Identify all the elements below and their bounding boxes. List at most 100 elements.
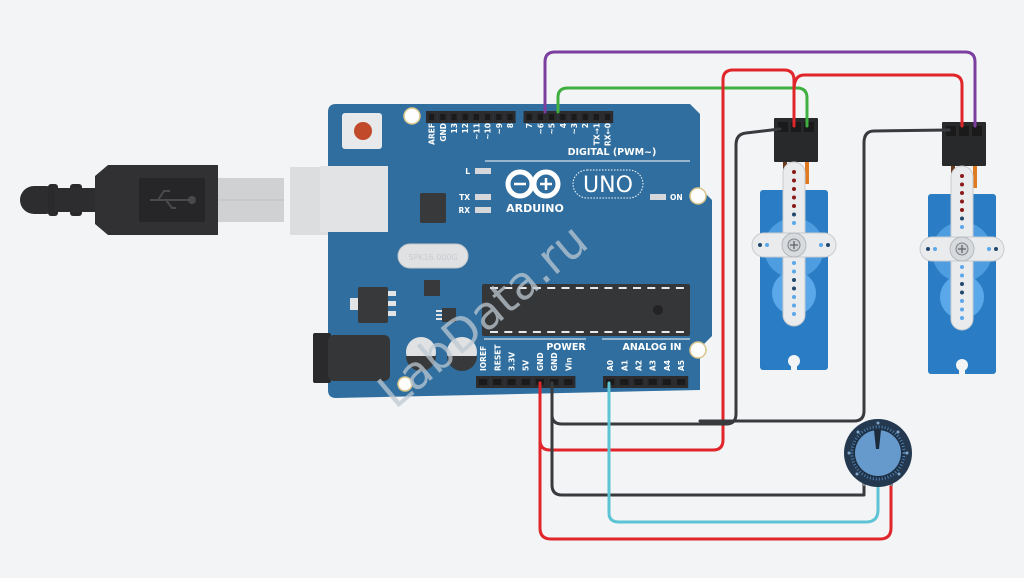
header-pin[interactable]: 5V bbox=[518, 360, 533, 388]
knob-indicator bbox=[874, 430, 881, 449]
board-name: ARDUINO bbox=[506, 202, 564, 215]
header-pin[interactable]: Vin bbox=[561, 357, 576, 388]
power-header-title: POWER bbox=[546, 342, 586, 353]
pin-label: 13 bbox=[450, 123, 459, 133]
led-tx: TX bbox=[459, 193, 491, 202]
header-pin[interactable]: TX→1 bbox=[590, 111, 602, 145]
arduino-logo bbox=[505, 169, 561, 199]
wire-servo1-servo2-power[interactable] bbox=[792, 73, 964, 128]
pin-label: RESET bbox=[493, 344, 502, 371]
header-pin[interactable]: A4 bbox=[659, 360, 674, 388]
analog-header: A0 A1 A2 A3 A4 A5 bbox=[603, 360, 689, 388]
usb-chip bbox=[420, 193, 446, 223]
header-pin[interactable]: 2 bbox=[579, 111, 591, 128]
pin-label: ~10 bbox=[484, 123, 493, 140]
mounting-hole bbox=[403, 107, 421, 125]
wire-gnd-pot-ground[interactable] bbox=[550, 381, 866, 497]
pin-label: 7 bbox=[525, 123, 534, 128]
arduino-board[interactable]: SPK16.000G bbox=[313, 104, 712, 398]
pin-label: TX→1 bbox=[592, 123, 601, 145]
servo-horn[interactable] bbox=[919, 165, 1005, 331]
header-pin[interactable]: ~10 bbox=[482, 111, 494, 140]
header-pin[interactable]: AREF bbox=[426, 111, 438, 145]
header-pin[interactable]: RESET bbox=[490, 344, 505, 388]
pin-label: 5V bbox=[522, 360, 531, 371]
led-l: L bbox=[465, 167, 491, 176]
pin-label: A0 bbox=[606, 360, 615, 371]
servo-horn[interactable] bbox=[751, 161, 837, 327]
header-pin[interactable]: GND bbox=[437, 111, 449, 142]
pin-label: 8 bbox=[506, 123, 515, 128]
header-pin[interactable]: 13 bbox=[448, 111, 460, 133]
wire-pin9-servo2-signal[interactable] bbox=[543, 50, 977, 128]
small-chip bbox=[424, 280, 440, 296]
pin-label: 2 bbox=[581, 123, 590, 128]
wire-gnd-servo2-ground[interactable] bbox=[698, 128, 951, 423]
pin-label: A2 bbox=[635, 360, 644, 371]
wire-5v-pot-power[interactable] bbox=[538, 381, 893, 541]
svg-text:ON: ON bbox=[670, 193, 683, 202]
header-pin[interactable]: 8 bbox=[504, 111, 516, 128]
pin-label: A3 bbox=[649, 360, 658, 371]
dc-power-jack bbox=[313, 333, 390, 383]
svg-text:RX: RX bbox=[458, 206, 470, 215]
header-pin[interactable]: 3.3V bbox=[504, 352, 519, 388]
pin-label: A5 bbox=[677, 360, 686, 371]
header-pin[interactable]: ~6 bbox=[534, 111, 546, 135]
model-badge bbox=[572, 169, 644, 199]
wire-5v-servo1-power[interactable] bbox=[538, 68, 796, 452]
pin-label: ~11 bbox=[472, 123, 481, 140]
atmega-chip bbox=[482, 284, 690, 336]
led-on: ON bbox=[650, 193, 683, 202]
capacitor bbox=[406, 337, 436, 371]
pin-label: ~9 bbox=[495, 123, 504, 135]
svg-text:L: L bbox=[465, 167, 470, 176]
led-rx: RX bbox=[458, 206, 491, 215]
wire-a0-pot-wiper[interactable] bbox=[607, 381, 880, 524]
mounting-hole bbox=[689, 341, 707, 359]
header-pin[interactable]: A2 bbox=[631, 360, 646, 388]
pin-label: ~6 bbox=[536, 123, 545, 135]
pin-label: ~3 bbox=[570, 123, 579, 135]
header-pin[interactable]: ~3 bbox=[568, 111, 580, 135]
reset-button[interactable] bbox=[342, 113, 382, 149]
pin-label: GND bbox=[536, 352, 545, 371]
digital-header-title: DIGITAL (PWM~) bbox=[568, 147, 657, 158]
pin-label: AREF bbox=[428, 123, 437, 145]
potentiometer-knob[interactable] bbox=[855, 430, 901, 476]
header-pin[interactable]: A3 bbox=[645, 360, 660, 388]
crystal-label: SPK16.000G bbox=[408, 253, 457, 262]
header-pin[interactable]: IOREF bbox=[476, 346, 491, 388]
pin-label: ~5 bbox=[548, 123, 557, 135]
pin-label: RX←0 bbox=[604, 123, 613, 146]
voltage-regulator bbox=[350, 287, 396, 323]
header-pin[interactable]: RX←0 bbox=[602, 111, 614, 146]
header-pin[interactable]: 12 bbox=[459, 111, 471, 133]
pin-label: 4 bbox=[559, 123, 568, 128]
pin-label: Vin bbox=[564, 357, 573, 371]
pin-label: A4 bbox=[663, 360, 672, 371]
header-pin[interactable]: 4 bbox=[557, 111, 569, 128]
header-pin[interactable]: ~9 bbox=[493, 111, 505, 135]
transistor bbox=[436, 308, 456, 322]
servo-1[interactable] bbox=[751, 118, 837, 371]
pin-label: 12 bbox=[461, 123, 470, 133]
potentiometer[interactable] bbox=[844, 419, 912, 487]
analog-header-title: ANALOG IN bbox=[622, 342, 681, 353]
wire-pin8-servo1-signal[interactable] bbox=[556, 86, 809, 128]
header-pin[interactable]: ~11 bbox=[470, 111, 482, 140]
header-pin[interactable]: A1 bbox=[617, 360, 632, 388]
pin-label: A1 bbox=[620, 360, 629, 371]
header-pin[interactable]: 7 bbox=[523, 111, 535, 128]
capacitor bbox=[447, 337, 477, 371]
pin-label: GND bbox=[550, 352, 559, 371]
header-pin[interactable]: ~5 bbox=[546, 111, 558, 135]
header-pin[interactable]: GND bbox=[547, 352, 562, 388]
pin-label: 3.3V bbox=[508, 352, 517, 371]
header-pin[interactable]: A5 bbox=[674, 360, 689, 388]
mounting-hole bbox=[689, 187, 707, 205]
servo-2[interactable] bbox=[919, 122, 1005, 375]
svg-text:TX: TX bbox=[459, 193, 470, 202]
